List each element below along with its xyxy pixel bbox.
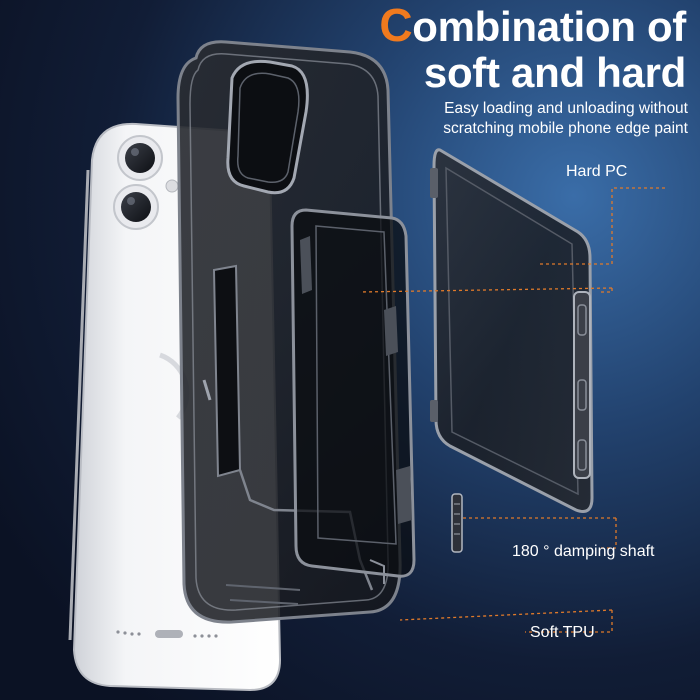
damping-shaft	[451, 493, 463, 553]
card-bracket	[290, 208, 416, 584]
subtitle-line-1: Easy loading and unloading without	[444, 100, 688, 117]
subtitle: Easy loading and unloading without scrat…	[443, 99, 688, 139]
headline: Combination of soft and hard	[379, 2, 686, 96]
callout-damping-shaft: 180 ° damping shaft	[512, 543, 655, 560]
leader-lines	[359, 187, 665, 633]
callout-hard-pc: Hard PC	[566, 163, 628, 180]
callout-soft-tpu: Soft TPU	[530, 624, 595, 641]
hard-pc-flap	[430, 148, 594, 513]
headline-accent-letter: C	[379, 0, 413, 51]
headline-line-2: soft and hard	[423, 49, 686, 96]
subtitle-line-2: scratching mobile phone edge paint	[443, 120, 688, 137]
headline-line-1: Combination of	[379, 2, 686, 50]
headline-line-1-rest: ombination of	[412, 3, 686, 50]
